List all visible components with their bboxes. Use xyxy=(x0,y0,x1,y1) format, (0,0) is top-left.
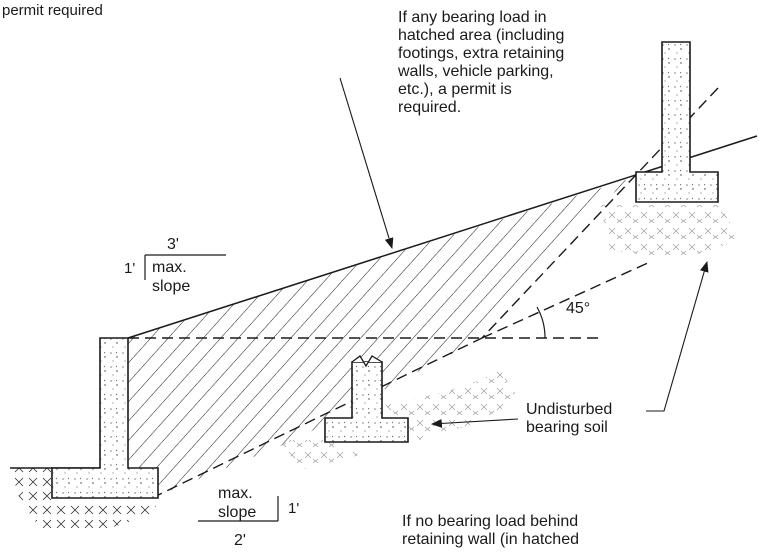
permit-note-line-6: required. xyxy=(398,99,461,116)
permit-note-line-2: hatched area (including xyxy=(398,27,564,44)
permit-note-line-3: footings, extra retaining xyxy=(398,45,564,62)
slope-ground-surface xyxy=(127,135,758,339)
angle-arc xyxy=(536,306,546,339)
undisturbed-soil-upper xyxy=(600,205,740,260)
lower-retaining-wall xyxy=(51,337,159,499)
note-permit-required: permit required xyxy=(2,2,103,19)
lower-slope-label-slope: slope xyxy=(218,504,256,521)
middle-footing xyxy=(324,355,409,443)
upper-slope-run: 3' xyxy=(167,236,179,253)
lower-slope-rise: 1' xyxy=(288,500,299,517)
no-load-note-line-1: If no bearing load behind xyxy=(402,513,578,530)
permit-note-line-4: walls, vehicle parking, xyxy=(397,63,554,80)
undisturbed-soil-middle xyxy=(385,370,520,440)
base-ground-soil xyxy=(10,468,160,528)
lower-slope-run: 2' xyxy=(234,532,246,549)
hatched-bearing-zone xyxy=(128,177,635,498)
upper-slope-indicator: 3' 1' max. slope xyxy=(124,236,226,295)
no-load-note-line-2: retaining wall (in hatched xyxy=(402,531,579,548)
permit-leader-arrow xyxy=(339,77,394,250)
upper-slope-label-max: max. xyxy=(152,259,187,276)
undisturbed-label-line-2: bearing soil xyxy=(526,419,608,436)
upper-slope-rise: 1' xyxy=(124,260,135,277)
upper-slope-label-slope: slope xyxy=(152,278,190,295)
angle-label: 45° xyxy=(566,300,590,317)
lower-slope-indicator: max. slope 1' 2' xyxy=(198,485,299,549)
lower-slope-label-max: max. xyxy=(218,485,253,502)
permit-note: If any bearing load in hatched area (inc… xyxy=(397,9,564,116)
undisturbed-leader-left xyxy=(430,418,519,428)
undisturbed-soil-callout: Undisturbed bearing soil xyxy=(430,260,709,436)
undisturbed-leader-right xyxy=(646,260,709,412)
upper-retaining-wall xyxy=(635,41,719,203)
undisturbed-soil-small xyxy=(280,440,360,470)
break-line-icon xyxy=(351,355,383,368)
no-load-note: If no bearing load behind retaining wall… xyxy=(402,513,579,548)
undisturbed-label-line-1: Undisturbed xyxy=(526,401,612,418)
lower-slope-line xyxy=(151,337,483,499)
permit-note-line-5: etc.), a permit is xyxy=(398,81,512,98)
angle-reference-line xyxy=(481,261,651,339)
permit-note-line-1: If any bearing load in xyxy=(398,9,547,26)
